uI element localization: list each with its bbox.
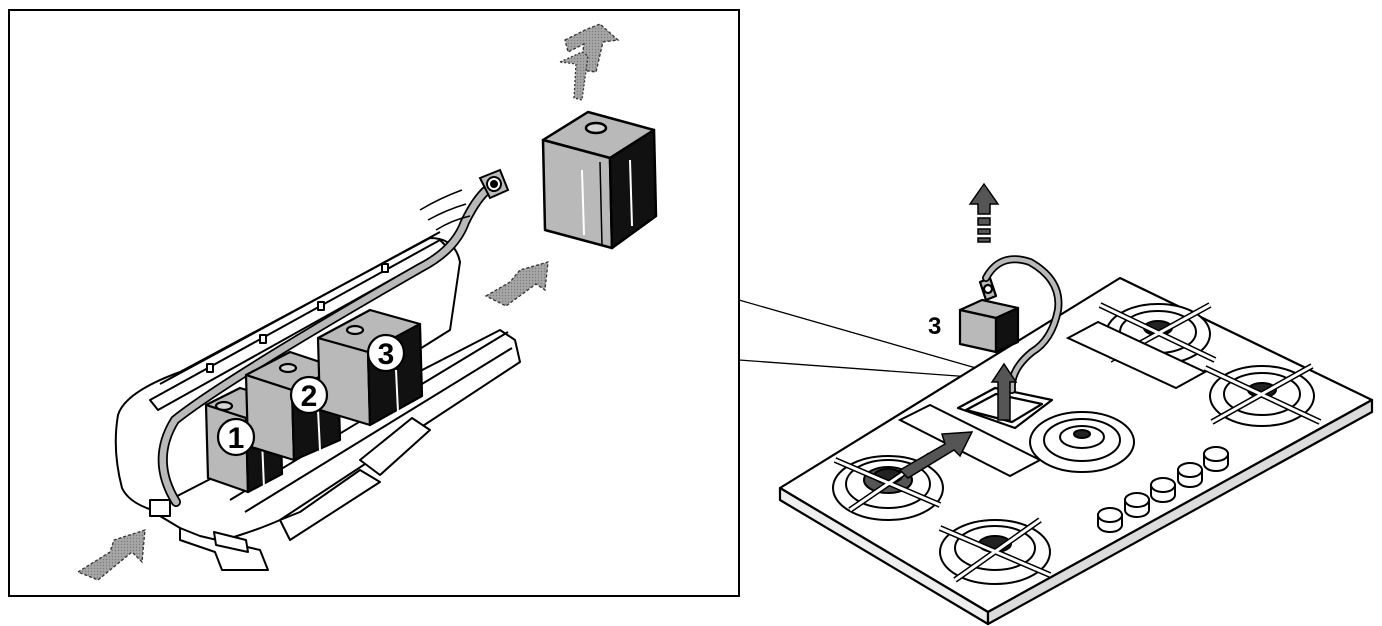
burner-center [1029, 411, 1135, 473]
burner-front-right [938, 517, 1052, 585]
burner-rear-right [1203, 363, 1322, 427]
callout-3-label: 3 [378, 338, 395, 371]
knob-2-icon [1124, 492, 1150, 518]
callout-3: 3 [366, 333, 406, 373]
hob-callout-3: 3 [928, 313, 941, 340]
hob-filter-cartridge [958, 276, 1020, 354]
filter-cartridge-3 [316, 308, 424, 427]
pan-supports [897, 320, 1208, 478]
lift-up-arrow-icon [990, 362, 1018, 421]
lift-up-arrow-icon [968, 182, 1000, 243]
callout-2-label: 2 [301, 380, 318, 413]
knob-5-icon [1203, 446, 1229, 472]
insert-arrow-icon [898, 431, 974, 479]
knob-4-icon [1177, 462, 1203, 488]
control-knobs [1097, 446, 1229, 533]
knob-3-icon [1150, 477, 1176, 503]
callout-1: 1 [216, 417, 256, 457]
zoom-leader-lines [738, 299, 986, 379]
detail-frame [8, 9, 740, 597]
hose-connector [478, 168, 510, 200]
removed-filter-cartridge [541, 110, 658, 250]
callout-1-label: 1 [228, 422, 245, 455]
motion-lines [419, 189, 471, 231]
callout-2: 2 [289, 375, 329, 415]
knob-1-icon [1097, 507, 1123, 533]
airflow-arrow-icon [76, 23, 620, 581]
